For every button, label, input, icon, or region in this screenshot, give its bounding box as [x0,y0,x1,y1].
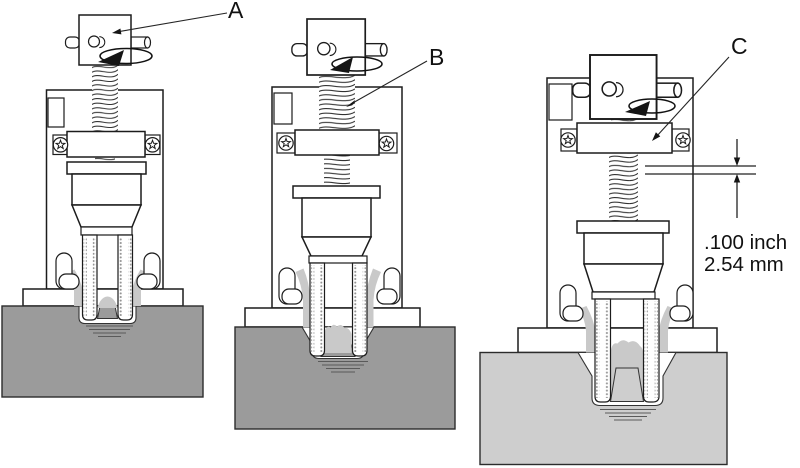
probe-taper [70,204,143,228]
prong-texture [596,301,600,398]
frame-notch [47,97,65,128]
label-a: A [228,0,244,23]
dimension-arrowhead-down-icon [733,157,741,166]
disturbed-soil-right [658,306,676,353]
disturbed-soil-left [295,268,311,327]
prong-texture [320,265,324,352]
leader-line [350,60,428,105]
rotation-arrow-icon [99,47,153,65]
hatch-lines [318,361,368,373]
rotation-arrowhead-icon [98,50,124,66]
label-b: B [429,44,444,70]
lead-screw-lower [324,155,350,186]
callout-a: A [112,0,244,35]
crossbar [66,130,146,158]
screw-head-icon [560,132,576,148]
probe-cap [292,185,381,199]
disturbed-soil-left [578,306,596,353]
prong-holder [80,226,133,236]
prong-texture [128,237,132,316]
dimension-value-mm: 2.54 mm [704,253,784,276]
leader-arrowhead-icon [346,99,356,107]
lead-screw-upper [92,64,118,132]
prong-texture [654,301,658,398]
rotation-arrow-icon [628,98,676,114]
probe-body [71,173,142,206]
prong-texture [362,265,366,352]
prong-texture [605,301,609,398]
probe-cap [66,161,147,175]
base-plate [244,307,421,328]
pitch-dimension: .100 inch 2.54 mm [645,139,787,276]
frame-notch [548,83,573,121]
screw-head-icon [144,137,161,153]
disturbed-soil-right [365,268,381,327]
soil-plug [609,367,645,402]
leader-arrowhead-icon [112,28,122,35]
prong-holder [308,255,368,264]
dimension-value-inch: .100 inch [704,231,787,254]
prong-texture [311,265,315,352]
lead-screw-upper [319,74,355,131]
lead-screw-stub [611,117,637,124]
prong-texture [644,301,648,398]
frame-notch [273,92,293,125]
rotation-arrow-icon [331,56,383,72]
crossbar [294,129,380,156]
leader-arrowhead-icon [652,132,661,141]
probe-taper [582,263,665,293]
hatch-lines [600,409,656,421]
rotation-arrowhead-icon [330,57,353,73]
device-b [234,18,456,430]
screw-head-icon [278,135,294,151]
prong-texture [83,237,87,316]
prong-texture [119,237,123,316]
probe-taper [300,236,373,257]
hatch-lines [86,325,133,337]
probe-cap [576,220,670,234]
rotation-arrowhead-icon [625,101,650,116]
screw-head-icon [52,137,69,153]
leader-line [655,56,730,138]
leader-line [118,12,228,33]
probe-body [583,232,664,265]
device-a [1,14,204,398]
disturbed-soil-center [324,324,352,353]
dimension-arrowhead-up-icon [733,174,741,183]
probe-body [301,197,372,238]
label-c: C [731,33,748,59]
callout-c: C [652,33,748,141]
screw-head-icon [378,135,395,152]
lead-screw-lower [609,153,638,221]
prong-holder [591,291,656,300]
crossbar [576,122,673,154]
disturbed-soil-center [97,296,118,308]
lead-screw-stub [95,155,115,164]
screw-head-icon [675,132,691,148]
prong-texture [353,265,357,352]
callout-b: B [346,44,444,107]
prong-texture [92,237,96,316]
device-c [479,54,728,466]
